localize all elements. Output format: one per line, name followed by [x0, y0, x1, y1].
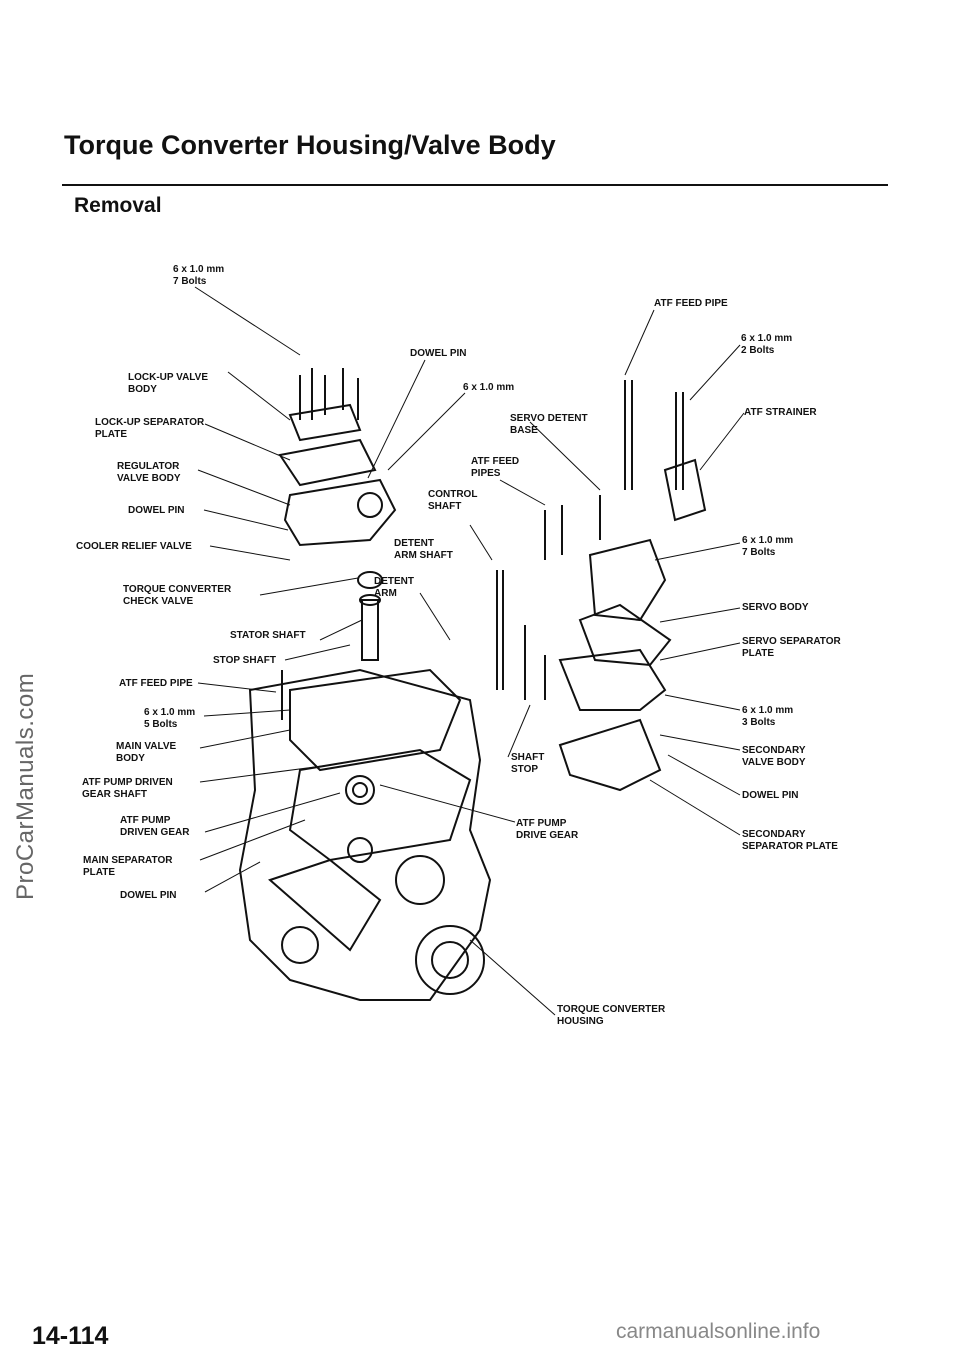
label-bolts-3: 6 x 1.0 mm 3 Bolts [742, 705, 794, 728]
label-bolts-5: 6 x 1.0 mm 5 Bolts [144, 707, 196, 730]
label-main-valve-body: MAIN VALVE BODY [116, 741, 177, 764]
label-lockup-valve-body: LOCK-UP VALVE BODY [128, 372, 209, 395]
label-bolts-7-top: 6 x 1.0 mm 7 Bolts [173, 264, 225, 287]
label-shaft-stop: SHAFT STOP [511, 752, 545, 775]
label-servo-detent-base: SERVO DETENT BASE [510, 413, 588, 436]
label-tc-housing: TORQUE CONVERTER HOUSING [557, 1004, 666, 1027]
lockup-valve-body [288, 403, 362, 442]
label-stator-shaft: STATOR SHAFT [230, 630, 306, 641]
regulator-valve-body [283, 478, 397, 547]
label-dowel-pin-left: DOWEL PIN [128, 505, 185, 516]
label-regulator-valve-body: REGULATOR VALVE BODY [117, 461, 181, 484]
lockup-separator-plate [278, 438, 377, 487]
label-dowel-pin-top: DOWEL PIN [410, 348, 467, 359]
page-title: Torque Converter Housing/Valve Body [64, 130, 556, 160]
label-bolts-2: 6 x 1.0 mm 2 Bolts [741, 333, 793, 356]
label-servo-separator-plate: SERVO SEPARATOR PLATE [742, 636, 841, 659]
label-atf-strainer: ATF STRAINER [744, 407, 817, 418]
label-cooler-relief-valve: COOLER RELIEF VALVE [76, 541, 192, 552]
label-atf-pump-driven-gear: ATF PUMP DRIVEN GEAR [120, 815, 190, 838]
main-separator-plate [288, 748, 472, 862]
label-bolts-7-right: 6 x 1.0 mm 7 Bolts [742, 535, 794, 558]
label-tc-check-valve: TORQUE CONVERTER CHECK VALVE [123, 584, 232, 607]
label-mm-center: 6 x 1.0 mm [463, 382, 515, 393]
label-atf-feed-pipes: ATF FEED PIPES [471, 456, 520, 479]
title-rule [62, 184, 888, 186]
label-main-separator-plate: MAIN SEPARATOR PLATE [83, 855, 173, 878]
label-secondary-separator-plate: SECONDARY SEPARATOR PLATE [742, 829, 838, 852]
label-lockup-separator-plate: LOCK-UP SEPARATOR PLATE [95, 417, 205, 440]
label-atf-feed-pipe-top: ATF FEED PIPE [654, 298, 728, 309]
label-atf-pump-drive-gear: ATF PUMP DRIVE GEAR [516, 818, 579, 841]
label-dowel-pin-bottom: DOWEL PIN [120, 890, 177, 901]
label-atf-pump-driven-gear-shaft: ATF PUMP DRIVEN GEAR SHAFT [82, 777, 173, 800]
section-heading: Removal [74, 194, 162, 217]
atf-strainer [663, 458, 707, 522]
footer-watermark: carmanualsonline.info [616, 1320, 821, 1343]
label-detent-arm: DETENT ARM [374, 576, 414, 599]
label-secondary-valve-body: SECONDARY VALVE BODY [742, 745, 806, 768]
main-valve-body [289, 668, 462, 772]
servo-body [588, 538, 667, 622]
label-servo-body: SERVO BODY [742, 602, 809, 613]
label-atf-feed-pipe-left: ATF FEED PIPE [119, 678, 193, 689]
secondary-separator-plate [558, 718, 662, 792]
label-dowel-pin-right: DOWEL PIN [742, 790, 799, 801]
label-control-shaft: CONTROL SHAFT [428, 489, 478, 512]
secondary-valve-body [558, 648, 667, 711]
servo-separator-plate [578, 603, 672, 667]
stator-shaft [361, 599, 379, 661]
label-stop-shaft: STOP SHAFT [213, 655, 276, 666]
page-number: 14-114 [32, 1322, 109, 1350]
torque-converter-housing [238, 668, 492, 1001]
label-detent-arm-shaft: DETENT ARM SHAFT [394, 538, 453, 561]
